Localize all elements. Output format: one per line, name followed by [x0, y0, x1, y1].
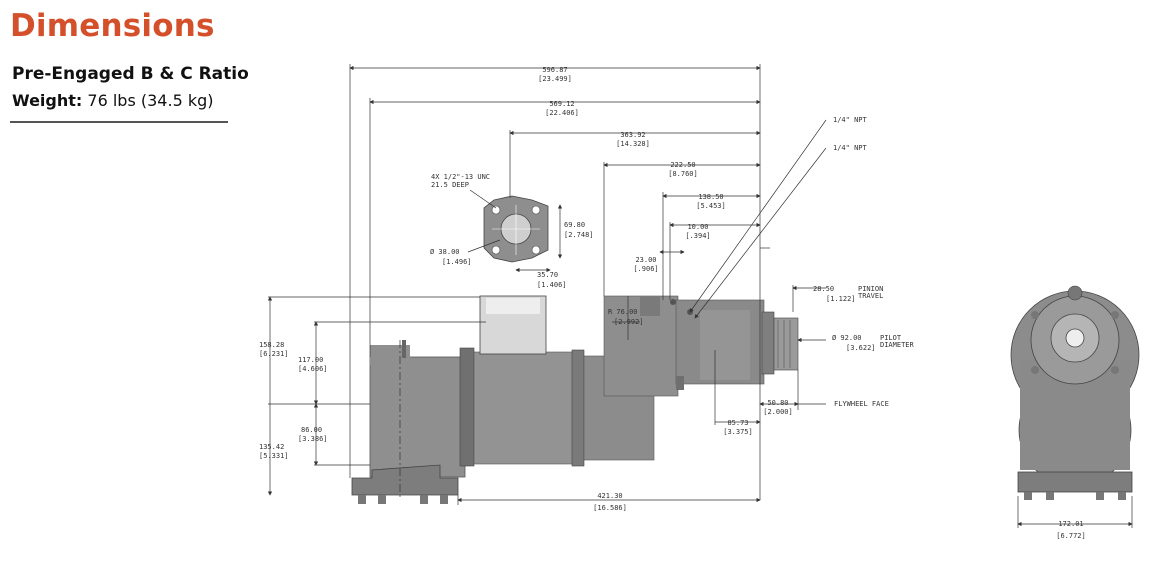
- dim-flange-offset-in: [14.328]: [616, 140, 650, 148]
- dim-bore: Ø 38.00: [430, 248, 460, 256]
- dim-86: 86.00: [301, 426, 322, 434]
- dim-23: 23.00: [635, 256, 656, 264]
- dim-421-30-in: [16.586]: [593, 504, 627, 512]
- bolt-note-2: 21.5 DEEP: [431, 181, 469, 189]
- dim-135-42-in: [5.331]: [259, 452, 289, 460]
- dim-flange-offset: 363.92: [620, 131, 645, 139]
- dim-158-28-in: [6.231]: [259, 350, 289, 358]
- dim-117-in: [4.606]: [298, 365, 328, 373]
- dim-overall-length-in: [23.499]: [538, 75, 572, 83]
- dim-radius-in: [2.992]: [614, 318, 644, 326]
- dim-10-in: [.394]: [685, 232, 710, 240]
- dim-23-in: [.906]: [633, 265, 658, 273]
- dim-158-28: 158.28: [259, 341, 284, 349]
- dim-housing-length: 569.12: [549, 100, 574, 108]
- dim-10: 10.00: [687, 223, 708, 231]
- dim-69-80-in: [2.748]: [564, 231, 594, 239]
- starter-front-view: [1010, 285, 1140, 500]
- model-subtitle: Pre-Engaged B & C Ratio: [12, 64, 249, 84]
- flywheel-face-note: FLYWHEEL FACE: [834, 400, 889, 408]
- dim-85-73-in: [3.375]: [723, 428, 753, 436]
- dim-port-offset-in: [5.453]: [696, 202, 726, 210]
- pilot-note-1: PILOT: [880, 334, 902, 342]
- page-title: Dimensions: [10, 8, 215, 44]
- dim-radius: R 76.00: [608, 308, 638, 316]
- dim-solenoid-offset: 222.50: [670, 161, 695, 169]
- weight-value: 76 lbs (34.5 kg): [87, 91, 214, 110]
- dim-pinion-travel-in: [1.122]: [826, 295, 856, 303]
- dimension-labels: 596.87 [23.499] 569.12 [22.406] 363.92 […: [259, 66, 1086, 540]
- dim-pilot-in: [3.622]: [846, 344, 876, 352]
- dimension-lines: [267, 64, 1133, 528]
- dim-117: 117.00: [298, 356, 323, 364]
- pinion-note-2: TRAVEL: [858, 292, 883, 300]
- dim-69-80: 69.80: [564, 221, 585, 229]
- starter-side-view: [351, 295, 799, 504]
- npt-note-1: 1/4" NPT: [833, 116, 868, 124]
- dim-overall-length: 596.87: [542, 66, 567, 74]
- dim-86-in: [3.386]: [298, 435, 328, 443]
- dim-front-width: 172.01: [1058, 520, 1083, 528]
- pinion-note-1: PINION: [858, 285, 883, 293]
- dim-solenoid-offset-in: [8.760]: [668, 170, 698, 178]
- mounting-flange-detail: [483, 195, 549, 263]
- pilot-note-2: DIAMETER: [880, 341, 915, 349]
- npt-note-2: 1/4" NPT: [833, 144, 868, 152]
- dim-port-offset: 138.50: [698, 193, 723, 201]
- dim-pilot: Ø 92.00: [832, 334, 862, 342]
- dim-pinion-travel: 28.50: [813, 285, 834, 293]
- dim-135-42: 135.42: [259, 443, 284, 451]
- dim-50-80: 50.80: [767, 399, 788, 407]
- weight-line: Weight: 76 lbs (34.5 kg): [12, 91, 214, 110]
- dim-85-73: 85.73: [727, 419, 748, 427]
- dim-50-80-in: [2.000]: [763, 408, 793, 416]
- header-divider: [10, 121, 228, 123]
- bolt-note-1: 4X 1/2"-13 UNC: [431, 173, 490, 181]
- dim-35-70-in: [1.406]: [537, 281, 567, 289]
- weight-label: Weight:: [12, 91, 83, 110]
- dim-bore-in: [1.496]: [442, 258, 472, 266]
- dim-housing-length-in: [22.406]: [545, 109, 579, 117]
- dim-421-30: 421.30: [597, 492, 622, 500]
- dim-front-width-in: [6.772]: [1056, 532, 1086, 540]
- dim-35-70: 35.70: [537, 271, 558, 279]
